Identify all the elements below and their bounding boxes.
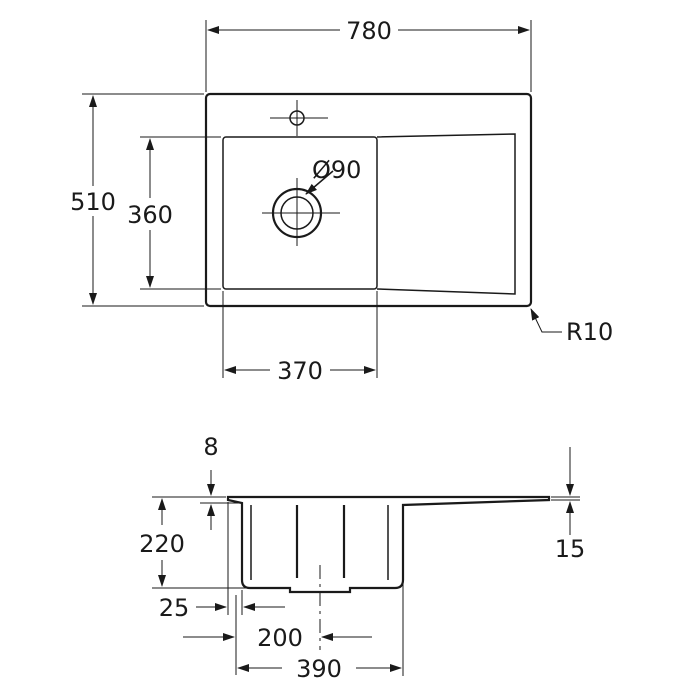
drain-offset-label: 200 (257, 624, 303, 652)
bowl-depth-label: 360 (127, 201, 173, 229)
diameter-leader (305, 170, 334, 195)
radius-leader (530, 308, 562, 333)
drain-diameter-label: Ø90 (312, 156, 361, 184)
wall-offset-label: 25 (159, 594, 190, 622)
rim-thickness-label: 8 (203, 433, 218, 461)
bowl-outline (222, 136, 378, 290)
overall-width-label: 780 (346, 17, 392, 45)
overall-depth-label: 510 (70, 188, 116, 216)
side-view: 8 220 15 25 200 390 (139, 433, 585, 683)
drainer-outline (376, 133, 516, 295)
corner-radius-label: R10 (566, 318, 613, 346)
top-view: Ø90 780 510 360 370 R10 (70, 17, 613, 385)
bowl-outer-width-label: 390 (296, 655, 342, 683)
bowl-height-label: 220 (139, 530, 185, 558)
drainer-thickness-label: 15 (555, 535, 586, 563)
sink-outline (204, 92, 533, 308)
bowl-width-label: 370 (277, 357, 323, 385)
